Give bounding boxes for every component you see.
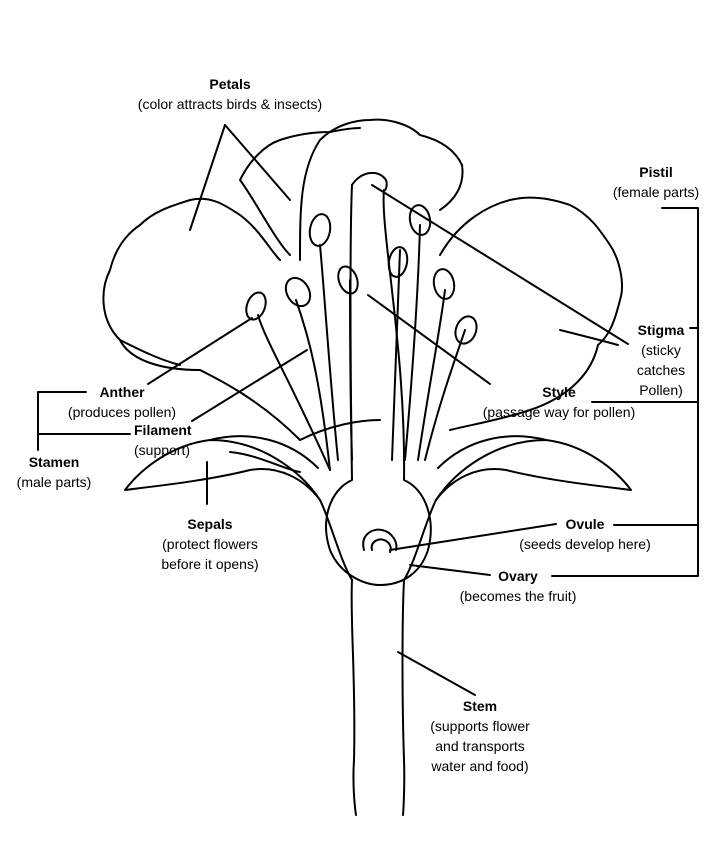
ovule-label: Ovule (seeds develop here): [504, 514, 666, 554]
anther-title: Anther: [99, 384, 145, 400]
petals-label: Petals (color attracts birds & insects): [120, 74, 340, 114]
stem-desc-2: and transports: [435, 738, 525, 754]
stamen-title: Stamen: [28, 454, 80, 470]
stamen-label: Stamen (male parts): [4, 452, 104, 492]
petals-desc: (color attracts birds & insects): [137, 96, 323, 112]
pistil-label: Pistil (female parts): [598, 162, 714, 202]
stem-title: Stem: [462, 698, 498, 714]
pistil-title: Pistil: [639, 164, 673, 180]
sepals-title: Sepals: [187, 516, 233, 532]
sepals-desc-1: (protect flowers: [162, 536, 258, 552]
ovule-title: Ovule: [565, 516, 605, 532]
stem-desc-1: (supports flower: [430, 718, 530, 734]
ovary-label: Ovary (becomes the fruit): [442, 566, 594, 606]
filament-desc: (support): [134, 442, 191, 458]
filament-label: Filament (support): [134, 420, 224, 460]
petals-title: Petals: [209, 76, 251, 92]
pistil-desc: (female parts): [612, 184, 700, 200]
stigma-desc-1: (sticky: [641, 342, 681, 358]
leader-lines: [37, 124, 699, 696]
stem-label: Stem (supports flower and transports wat…: [410, 696, 550, 776]
sepals-drawing: [124, 435, 632, 501]
ovule-desc: (seeds develop here): [519, 536, 651, 552]
sepals-label: Sepals (protect flowers before it opens): [140, 514, 280, 574]
pistil-drawing: [325, 171, 432, 586]
stamens-drawing: [245, 204, 478, 471]
stigma-desc-2: catches: [636, 362, 686, 378]
style-label: Style (passage way for pollen): [468, 382, 650, 422]
stamen-desc: (male parts): [16, 474, 92, 490]
filament-title: Filament: [134, 422, 192, 438]
style-desc: (passage way for pollen): [482, 404, 636, 420]
stigma-label: Stigma (sticky catches Pollen): [626, 320, 696, 400]
stigma-desc-3: Pollen): [639, 382, 683, 398]
sepals-desc-2: before it opens): [161, 556, 259, 572]
anther-label: Anther (produces pollen): [52, 382, 192, 422]
ovary-title: Ovary: [498, 568, 538, 584]
stem-desc-3: water and food): [431, 758, 529, 774]
style-title: Style: [542, 384, 576, 400]
petals-drawing: [102, 118, 623, 441]
stigma-title: Stigma: [637, 322, 685, 338]
ovary-desc: (becomes the fruit): [459, 588, 577, 604]
anther-desc: (produces pollen): [67, 404, 177, 420]
